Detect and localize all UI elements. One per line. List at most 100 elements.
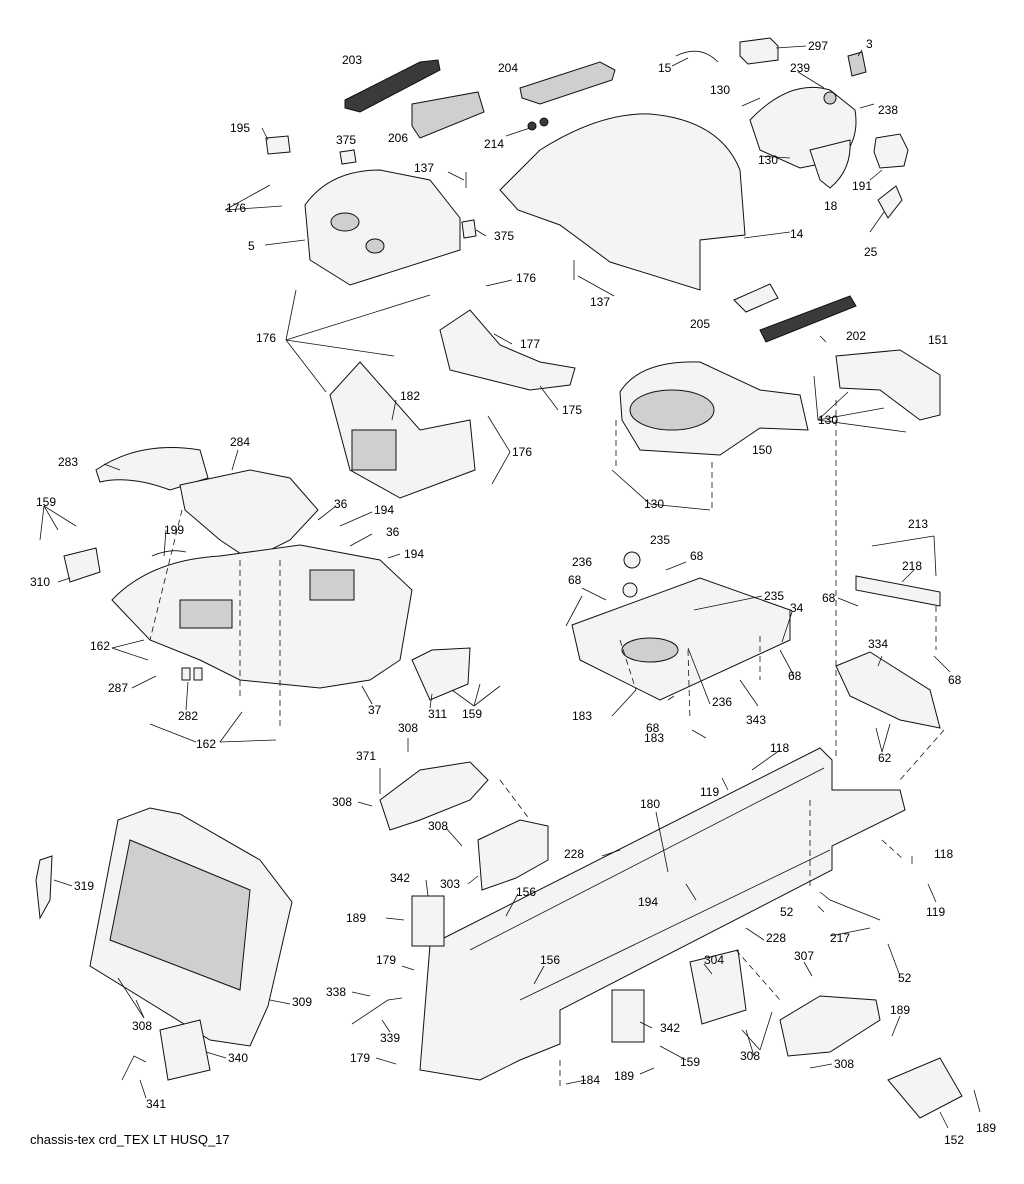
callout-206: 206 [388, 131, 409, 145]
part-218-bar [855, 575, 941, 607]
part-297-cap [739, 37, 779, 65]
callout-68-c: 68 [822, 591, 836, 605]
callout-308-left: 308 [332, 795, 353, 809]
part-5-gauge-hole-2 [365, 238, 385, 254]
callout-179-bottom: 179 [350, 1051, 371, 1065]
callout-130-upper-right: 130 [818, 413, 839, 427]
callout-371: 371 [356, 749, 377, 763]
callout-195: 195 [230, 121, 251, 135]
callout-183-bottom: 183 [644, 731, 665, 745]
part-15-strip [675, 50, 719, 63]
callout-194-bottom: 194 [638, 895, 659, 909]
part-304 [689, 949, 747, 1025]
callout-343: 343 [746, 713, 767, 727]
callout-342-right: 342 [660, 1021, 681, 1035]
part-334-bracket [835, 651, 941, 729]
part-214-nut [527, 121, 537, 131]
callout-176-right: 176 [516, 271, 537, 285]
callout-156-bottom: 156 [540, 953, 561, 967]
assembly-lines [149, 400, 945, 1090]
callout-228-left: 228 [564, 847, 585, 861]
part-37-opening-left [179, 599, 233, 629]
callout-156-top: 156 [516, 885, 537, 899]
part-37-opening-right [309, 569, 355, 601]
callout-130-lower: 130 [644, 497, 665, 511]
callout-152: 152 [944, 1133, 965, 1147]
callout-204: 204 [498, 61, 519, 75]
callout-189-far-right: 189 [976, 1121, 997, 1135]
callout-375-right: 375 [494, 229, 515, 243]
part-34-opening [621, 637, 679, 663]
callout-309: 309 [292, 995, 313, 1009]
callout-308-top: 308 [398, 721, 419, 735]
callout-184: 184 [580, 1073, 601, 1087]
part-182-opening [351, 429, 397, 471]
part-175-bracket [439, 309, 576, 391]
part-303-bracket [477, 819, 549, 891]
part-342-plate-2 [611, 989, 645, 1043]
callout-68-a: 68 [690, 549, 704, 563]
part-5-gauge-hole [330, 212, 360, 232]
part-309-grille-inner [109, 839, 251, 991]
part-319 [35, 855, 53, 920]
part-340-plate [159, 1019, 211, 1081]
part-310 [63, 547, 101, 583]
callout-303: 303 [440, 877, 461, 891]
part-3 [847, 51, 867, 77]
callout-14: 14 [790, 227, 804, 241]
callout-25: 25 [864, 245, 878, 259]
callout-340: 340 [228, 1051, 249, 1065]
callout-34: 34 [790, 601, 804, 615]
callout-308-lower: 308 [740, 1049, 761, 1063]
callout-311: 311 [428, 707, 448, 721]
callout-18: 18 [824, 199, 838, 213]
part-217-rod [819, 891, 881, 921]
part-14-hood [499, 113, 746, 291]
callout-194-top: 194 [374, 503, 395, 517]
callout-137-top: 137 [414, 161, 435, 175]
diagram-caption: chassis-tex crd_TEX LT HUSQ_17 [30, 1132, 230, 1147]
callout-118-right: 118 [934, 847, 954, 861]
callout-310: 310 [30, 575, 51, 589]
part-307 [779, 995, 881, 1057]
part-5-dash-panel [304, 169, 461, 286]
part-375 [461, 219, 477, 239]
callout-191: 191 [852, 179, 873, 193]
callout-52-bottom: 52 [898, 971, 912, 985]
callout-175: 175 [562, 403, 583, 417]
part-235-bushing [623, 551, 641, 569]
callout-119-right: 119 [926, 905, 946, 919]
callout-36-top: 36 [334, 497, 348, 511]
part-311 [411, 647, 471, 701]
callout-235-bottom: 235 [764, 589, 785, 603]
callout-202: 202 [846, 329, 867, 343]
part-283-fender [95, 447, 209, 491]
callout-179-top: 179 [376, 953, 397, 967]
callout-341: 341 [146, 1097, 167, 1111]
callout-189-left: 189 [346, 911, 367, 925]
callout-199: 199 [164, 523, 185, 537]
callout-304: 304 [704, 953, 725, 967]
part-239 [823, 91, 837, 105]
part-204-vent [519, 61, 616, 105]
callout-62: 62 [878, 751, 892, 765]
callout-339: 339 [380, 1031, 401, 1045]
callout-342-left: 342 [390, 871, 411, 885]
part-195-block [265, 135, 291, 155]
callout-176-center: 176 [256, 331, 277, 345]
callout-180: 180 [640, 797, 661, 811]
callout-3: 3 [866, 37, 873, 51]
callout-159-left: 159 [36, 495, 57, 509]
part-284-seat-pan [179, 469, 319, 561]
callout-183-top: 183 [572, 709, 593, 723]
callout-5: 5 [248, 239, 255, 253]
callout-119-top: 119 [700, 785, 720, 799]
part-236-spacer [622, 582, 638, 598]
callout-194-mid: 194 [404, 547, 425, 561]
callout-189-right: 189 [890, 1003, 911, 1017]
callout-68-e: 68 [948, 673, 962, 687]
callout-176-left: 176 [226, 201, 247, 215]
part-205 [733, 283, 779, 313]
callout-238: 238 [878, 103, 899, 117]
callout-68-f: 68 [646, 721, 660, 735]
